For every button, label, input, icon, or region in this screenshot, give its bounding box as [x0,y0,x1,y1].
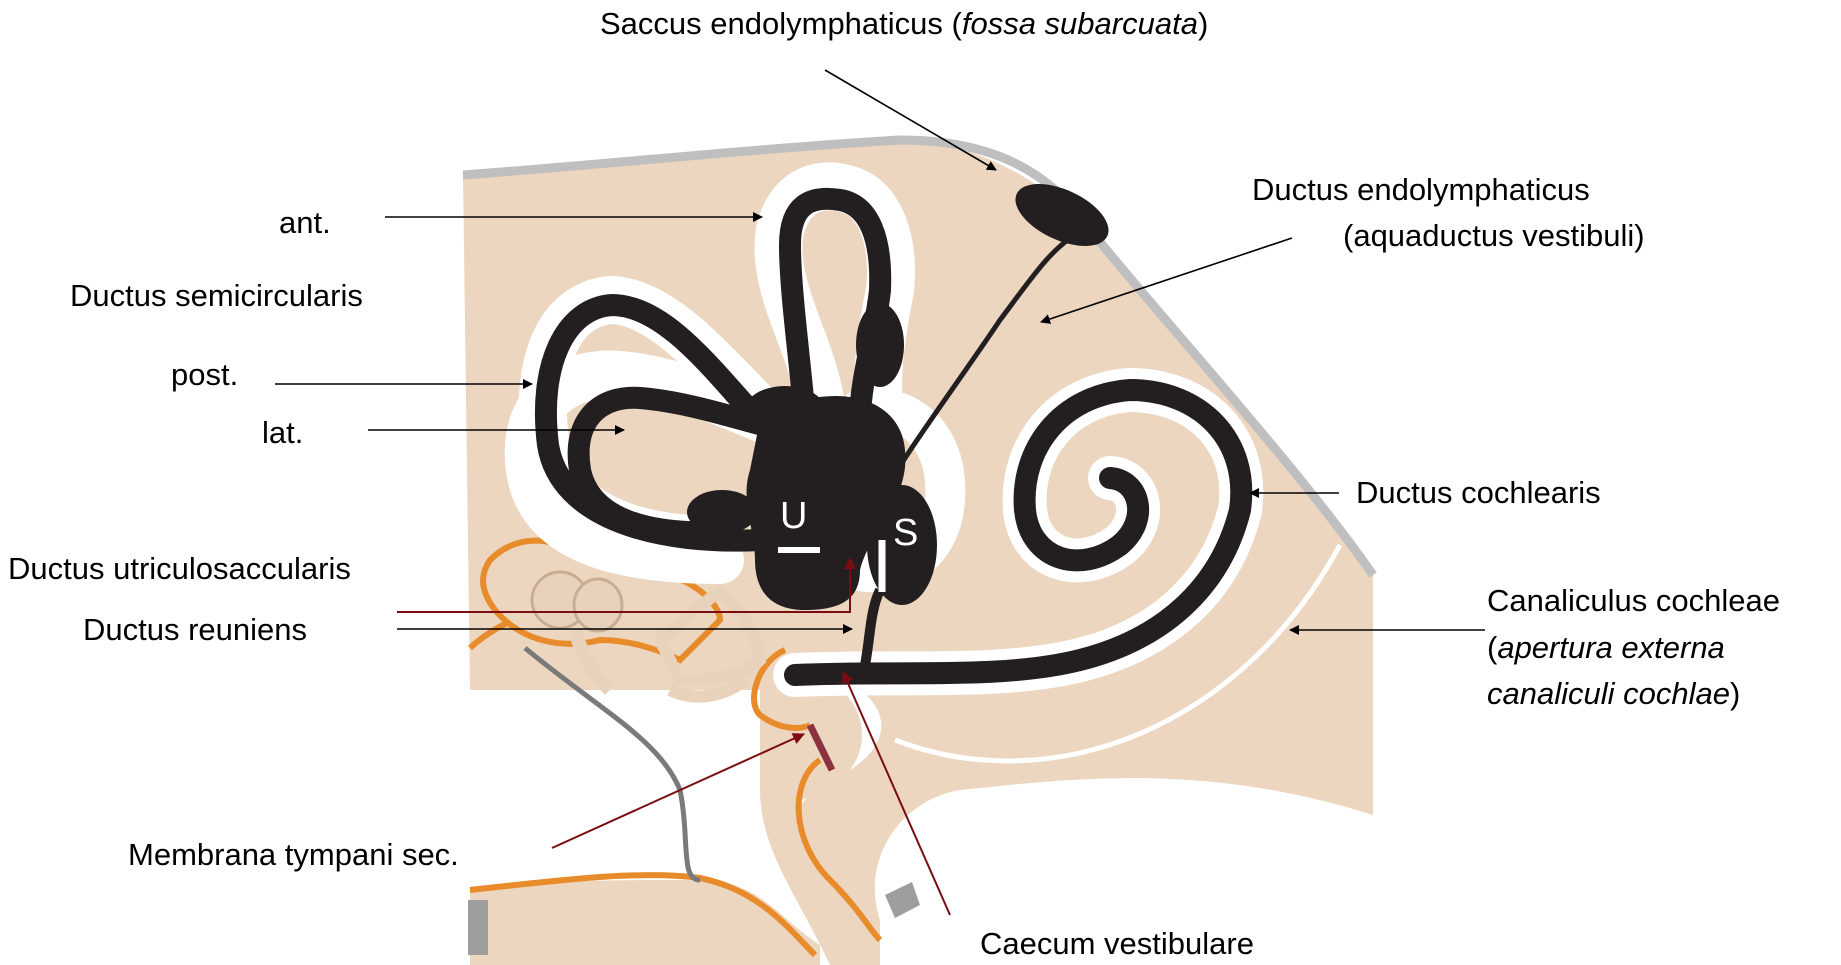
utriculus-letter: U [780,495,807,537]
label-aquaductus-vestibuli: (aquaductus vestibuli) [1343,218,1645,254]
label-post: post. [171,357,238,393]
label-ant: ant. [279,205,331,241]
middle-ear-floor [470,880,820,965]
bone-marker-left [468,900,488,955]
label-caecum-vestibulare: Caecum vestibulare [980,926,1254,962]
label-canaliculi-cochlae: canaliculi cochlae) [1487,676,1740,712]
label-membrana-tympani-sec: Membrana tympani sec. [128,837,459,873]
label-ductus-utriculosaccularis: Ductus utriculosaccularis [8,551,351,587]
label-ductus-reuniens: Ductus reuniens [83,612,307,648]
label-lat: lat. [262,415,303,451]
label-ductus-endolymphaticus: Ductus endolymphaticus [1252,172,1590,208]
label-canaliculus-cochleae: Canaliculus cochleae [1487,583,1780,619]
ampulla-lat [687,490,757,534]
bone-marker-right [885,882,920,918]
label-saccus-endolymphaticus: Saccus endolymphaticus (fossa subarcuata… [600,6,1208,42]
sacculus-letter: S [893,512,918,554]
label-apertura-externa: (apertura externa [1487,630,1725,666]
ampulla-post [745,386,825,434]
label-ductus-semicircularis: Ductus semicircularis [70,278,363,314]
label-ductus-cochlearis: Ductus cochlearis [1356,475,1601,511]
ampulla-ant [856,303,904,387]
